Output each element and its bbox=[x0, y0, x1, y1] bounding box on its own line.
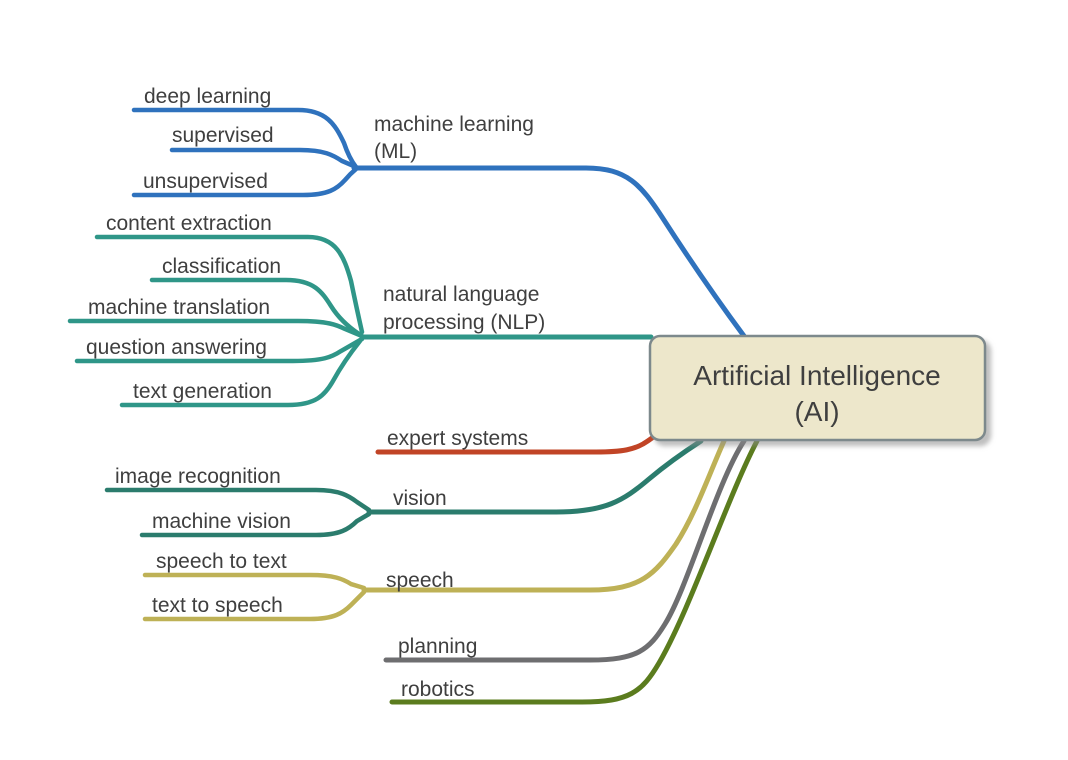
label-vision: vision bbox=[393, 487, 447, 510]
child-line-text-generation bbox=[119, 338, 363, 408]
label-nlp-line1: natural language bbox=[383, 283, 539, 306]
label-text-generation: text generation bbox=[133, 380, 272, 403]
child-line-classification bbox=[149, 277, 362, 337]
branch-machine-learning bbox=[131, 107, 747, 339]
root-node-box bbox=[648, 334, 987, 442]
child-line-text-to-speech bbox=[142, 589, 367, 622]
label-nlp-line2: processing (NLP) bbox=[383, 311, 545, 334]
labels-planning: planning bbox=[398, 635, 477, 658]
child-line-machine-translation bbox=[67, 318, 365, 339]
branch-planning bbox=[383, 438, 747, 663]
label-robotics: robotics bbox=[401, 678, 475, 701]
branch-line-vision bbox=[366, 438, 704, 515]
label-content-extraction: content extraction bbox=[106, 212, 272, 235]
label-unsupervised: unsupervised bbox=[143, 170, 268, 193]
label-expert-systems: expert systems bbox=[387, 427, 528, 450]
child-line-supervised bbox=[169, 147, 359, 170]
branch-line-expert-systems bbox=[375, 435, 655, 455]
labels-vision: image recognition machine vision vision bbox=[115, 465, 447, 533]
branch-line-robotics bbox=[389, 438, 760, 705]
labels-speech: speech to text text to speech speech bbox=[152, 550, 454, 617]
labels-machine-learning: deep learning supervised unsupervised ma… bbox=[143, 85, 534, 193]
label-speech-to-text: speech to text bbox=[156, 550, 287, 573]
label-supervised: supervised bbox=[172, 124, 274, 147]
branch-robotics bbox=[389, 438, 760, 705]
child-line-speech-to-text bbox=[142, 572, 367, 591]
child-line-question-answering bbox=[74, 336, 365, 364]
root-node-title: Artificial Intelligence bbox=[693, 360, 940, 391]
child-line-deep-learning bbox=[131, 107, 359, 170]
labels-expert-systems: expert systems bbox=[387, 427, 528, 450]
label-machine-learning-line2: (ML) bbox=[374, 140, 417, 163]
root-node: Artificial Intelligence (AI) bbox=[648, 334, 987, 442]
label-speech: speech bbox=[386, 569, 454, 592]
label-machine-learning-line1: machine learning bbox=[374, 113, 534, 136]
label-classification: classification bbox=[162, 255, 281, 278]
branch-line-machine-learning bbox=[351, 165, 747, 339]
branch-nlp bbox=[67, 234, 654, 408]
labels-robotics: robotics bbox=[401, 678, 475, 701]
branch-line-speech bbox=[361, 438, 727, 593]
label-image-recognition: image recognition bbox=[115, 465, 281, 488]
label-machine-translation: machine translation bbox=[88, 296, 270, 319]
label-planning: planning bbox=[398, 635, 477, 658]
branch-expert-systems bbox=[375, 435, 655, 455]
label-machine-vision: machine vision bbox=[152, 510, 291, 533]
branch-speech bbox=[142, 438, 727, 622]
child-line-image-recognition bbox=[104, 487, 372, 513]
label-text-to-speech: text to speech bbox=[152, 594, 283, 617]
label-deep-learning: deep learning bbox=[144, 85, 271, 108]
branch-vision bbox=[104, 438, 704, 538]
root-node-subtitle: (AI) bbox=[794, 396, 839, 427]
child-line-unsupervised bbox=[131, 166, 359, 198]
branch-line-planning bbox=[383, 438, 747, 663]
child-line-content-extraction bbox=[94, 234, 365, 335]
label-question-answering: question answering bbox=[86, 336, 267, 359]
child-line-machine-vision bbox=[139, 511, 372, 538]
labels-nlp: content extraction classification machin… bbox=[86, 212, 545, 403]
